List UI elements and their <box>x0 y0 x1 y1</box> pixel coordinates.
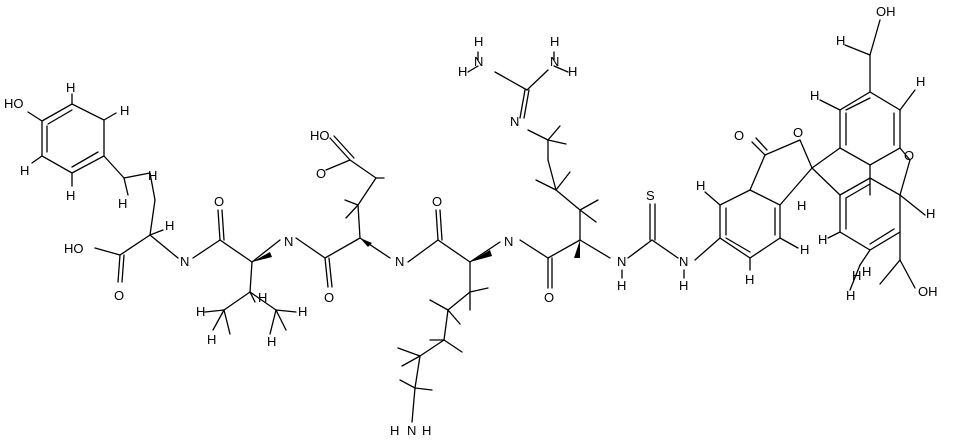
label-h-fl4: H <box>810 88 819 103</box>
atom-labels: HO H H H H H H H HO O N O H H H H H N O … <box>4 4 938 438</box>
label-h-tyr-ring6: H <box>148 168 157 183</box>
label-o-val-co: O <box>214 194 224 209</box>
aspartate-residue <box>295 135 391 288</box>
arginine-residue <box>467 51 611 289</box>
label-h-tyr-ring7: H <box>165 218 174 233</box>
fluorescein-moiety <box>704 19 926 291</box>
label-h-tyr-ring2: H <box>120 103 129 118</box>
label-n-thiourea1: N <box>617 254 626 269</box>
label-h-fl7: H <box>818 232 827 247</box>
valine-residue <box>192 209 297 335</box>
label-h-lys-nh2: H <box>422 423 431 438</box>
label-h-tyr-ring1: H <box>66 80 75 95</box>
lysine-residue <box>397 209 501 423</box>
label-o-lactone-ring: O <box>793 125 803 140</box>
label-oh-bottom: OH <box>918 284 938 299</box>
label-o-xanthene: O <box>904 148 914 163</box>
label-hn-lys: N <box>407 423 416 438</box>
label-h-tyr-ring5: H <box>118 196 127 211</box>
label-h2n-guan1: H <box>474 34 483 49</box>
tyrosine-residue <box>27 93 179 283</box>
label-h-fl8: H <box>926 206 935 221</box>
label-h-fl11: H <box>797 198 806 213</box>
label-ho-tyr: HO <box>4 96 24 111</box>
label-o-arg-co: O <box>544 290 554 305</box>
label-h-val-ch3a: H <box>196 304 205 319</box>
label-h2n-guan1b: H <box>458 64 467 79</box>
label-o-asp-ch2co: O <box>316 166 326 181</box>
label-h-val-ch: H <box>258 290 267 305</box>
label-h-fl1: H <box>696 178 705 193</box>
label-ho-asp: HO <box>310 128 330 143</box>
label-n-thiourea2-h: H <box>679 278 688 293</box>
label-h2n-guan2-n: N <box>550 54 559 69</box>
label-o-lys-co: O <box>432 194 442 209</box>
label-o-lactone: O <box>734 128 744 143</box>
label-ho-tyr-cooh: HO <box>64 241 84 256</box>
label-h-fl9: H <box>846 288 855 303</box>
label-h-fl10: H <box>862 264 871 279</box>
label-n-guan: N <box>510 114 519 129</box>
thiourea-linker <box>621 203 721 279</box>
label-o-tyr-co: O <box>114 288 124 303</box>
label-h2n-lys: H <box>390 423 399 438</box>
label-n-arg: N <box>504 234 513 249</box>
label-h-fl5: H <box>836 33 845 48</box>
label-h-fl12: H <box>852 268 861 283</box>
label-n-lys: N <box>395 254 404 269</box>
label-h-fl2: H <box>800 242 809 257</box>
label-n-thiourea2: N <box>679 254 688 269</box>
label-h-val-ch3b: H <box>207 332 216 347</box>
label-h-tyr-ring3: H <box>20 163 29 178</box>
label-oh-top: OH <box>876 4 896 19</box>
label-o-asp-co: O <box>324 290 334 305</box>
label-n-thiourea1-h: H <box>617 278 626 293</box>
label-h-fl3: H <box>745 272 754 287</box>
label-h-fl6: H <box>916 74 925 89</box>
label-n-asp: N <box>284 234 293 249</box>
label-n-val: N <box>180 254 189 269</box>
label-h2n-guan2: H <box>550 34 559 49</box>
label-s-thiourea: S <box>646 188 655 203</box>
label-h-tyr-ring4: H <box>66 188 75 203</box>
label-h-val-ch3c: H <box>267 334 276 349</box>
label-h2n-guan1-n: N <box>474 54 483 69</box>
label-h-val-ch3d: H <box>298 304 307 319</box>
label-h2n-guan2b: H <box>568 64 577 79</box>
